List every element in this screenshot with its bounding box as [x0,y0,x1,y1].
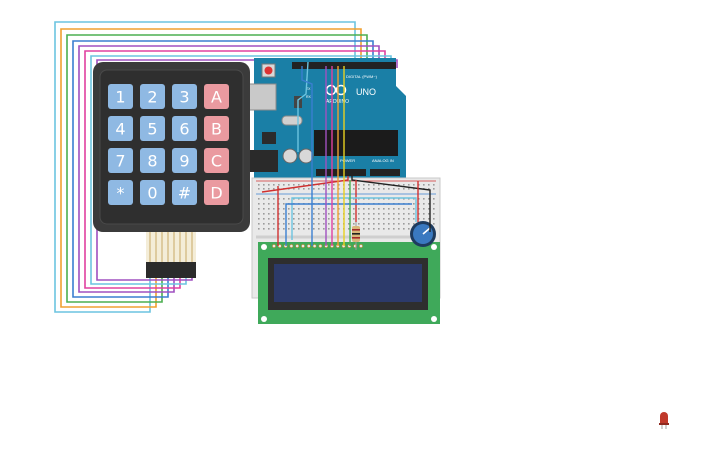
keypad-key-label: A [211,88,222,107]
resistor[interactable] [352,220,360,250]
digital-pwm-label: DIGITAL (PWM~) [346,74,378,79]
arduino-uno-board[interactable]: ARDUINO UNO DIGITAL (PWM~) POWER ANALOG … [247,58,406,178]
keypad-key-label: 5 [147,120,157,139]
digital-header [292,62,396,69]
reset-button-cap[interactable] [264,66,273,75]
led-body [660,412,668,424]
resistor-band-3 [352,237,360,239]
membrane-keypad[interactable]: 1 2 3 A 4 5 6 B 7 8 9 C * 0 # D [93,62,250,278]
keypad-key-label: 1 [115,88,125,107]
keypad-wires [54,21,398,313]
keypad-key-C[interactable]: C [204,148,229,173]
keypad-key-label: C [211,152,222,171]
keypad-key-2[interactable]: 2 [140,84,165,109]
keypad-key-1[interactable]: 1 [108,84,133,109]
lcd-mount-hole-br [431,316,437,322]
tx-label: TX [306,87,311,91]
wire-blue-lcd-2[interactable] [301,66,313,246]
analog-in-label: ANALOG IN [372,158,394,163]
keypad-key-label: B [211,120,222,139]
keypad-key-B[interactable]: B [204,116,229,141]
potentiometer[interactable] [410,221,436,247]
wire-power-red[interactable] [261,176,349,193]
keypad-key-label: 3 [179,88,189,107]
keypad-key-A[interactable]: A [204,84,229,109]
lcd-screen [274,264,422,302]
rx-label: RX [306,95,312,99]
keypad-key-D[interactable]: D [204,180,229,205]
keypad-key-star[interactable]: * [108,180,133,205]
lcd-signal-wires [261,61,431,246]
led-base [659,423,669,425]
keypad-key-label: D [210,184,222,203]
resistor-band-2 [352,233,360,235]
keypad-key-hash[interactable]: # [172,180,197,205]
capacitor-2 [298,148,314,164]
keypad-key-label: 2 [147,88,157,107]
lcd-16x2-display[interactable] [258,242,440,324]
wire-blue-lcd[interactable] [285,203,412,246]
keypad-key-label: # [178,184,191,203]
led[interactable] [659,412,669,429]
keypad-key-9[interactable]: 9 [172,148,197,173]
wire-lightblue-lcd[interactable] [291,197,417,240]
lcd-mount-hole-bl [261,316,267,322]
keypad-key-label: * [117,184,125,203]
keypad-key-3[interactable]: 3 [172,84,197,109]
power-header [316,169,366,176]
keypad-key-label: 0 [147,184,157,203]
keypad-key-7[interactable]: 7 [108,148,133,173]
keypad-ribbon [146,232,196,262]
keypad-wire-6[interactable] [84,50,386,289]
keypad-key-label: 7 [115,152,125,171]
crystal-oscillator [281,115,303,126]
power-label: POWER [340,158,355,163]
keypad-key-5[interactable]: 5 [140,116,165,141]
keypad-key-6[interactable]: 6 [172,116,197,141]
keypad-keys: 1 2 3 A 4 5 6 B 7 8 9 C * 0 # D [108,84,229,205]
atmega-chip [314,130,398,156]
capacitor-1 [282,148,298,164]
keypad-connector [146,262,196,278]
keypad-ribbon-traces [149,232,193,262]
lcd-mount-hole-tl [261,244,267,250]
keypad-key-label: 4 [115,120,125,139]
arduino-model-label: UNO [356,87,376,97]
usb-chip [262,132,276,144]
keypad-wire-5[interactable] [78,45,380,293]
keypad-key-label: 6 [179,120,189,139]
resistor-band-1 [352,229,360,231]
wire-ground-black[interactable] [351,176,431,232]
wire-lightblue-loop[interactable] [297,61,309,152]
keypad-key-4[interactable]: 4 [108,116,133,141]
lcd-mount-hole-tr [431,244,437,250]
keypad-key-0[interactable]: 0 [140,180,165,205]
potentiometer-indicator [422,227,431,235]
power-jack [248,150,278,172]
usb-connector [247,83,277,111]
keypad-key-label: 8 [147,152,157,171]
keypad-key-8[interactable]: 8 [140,148,165,173]
keypad-key-label: 9 [179,152,189,171]
analog-header [370,169,400,176]
